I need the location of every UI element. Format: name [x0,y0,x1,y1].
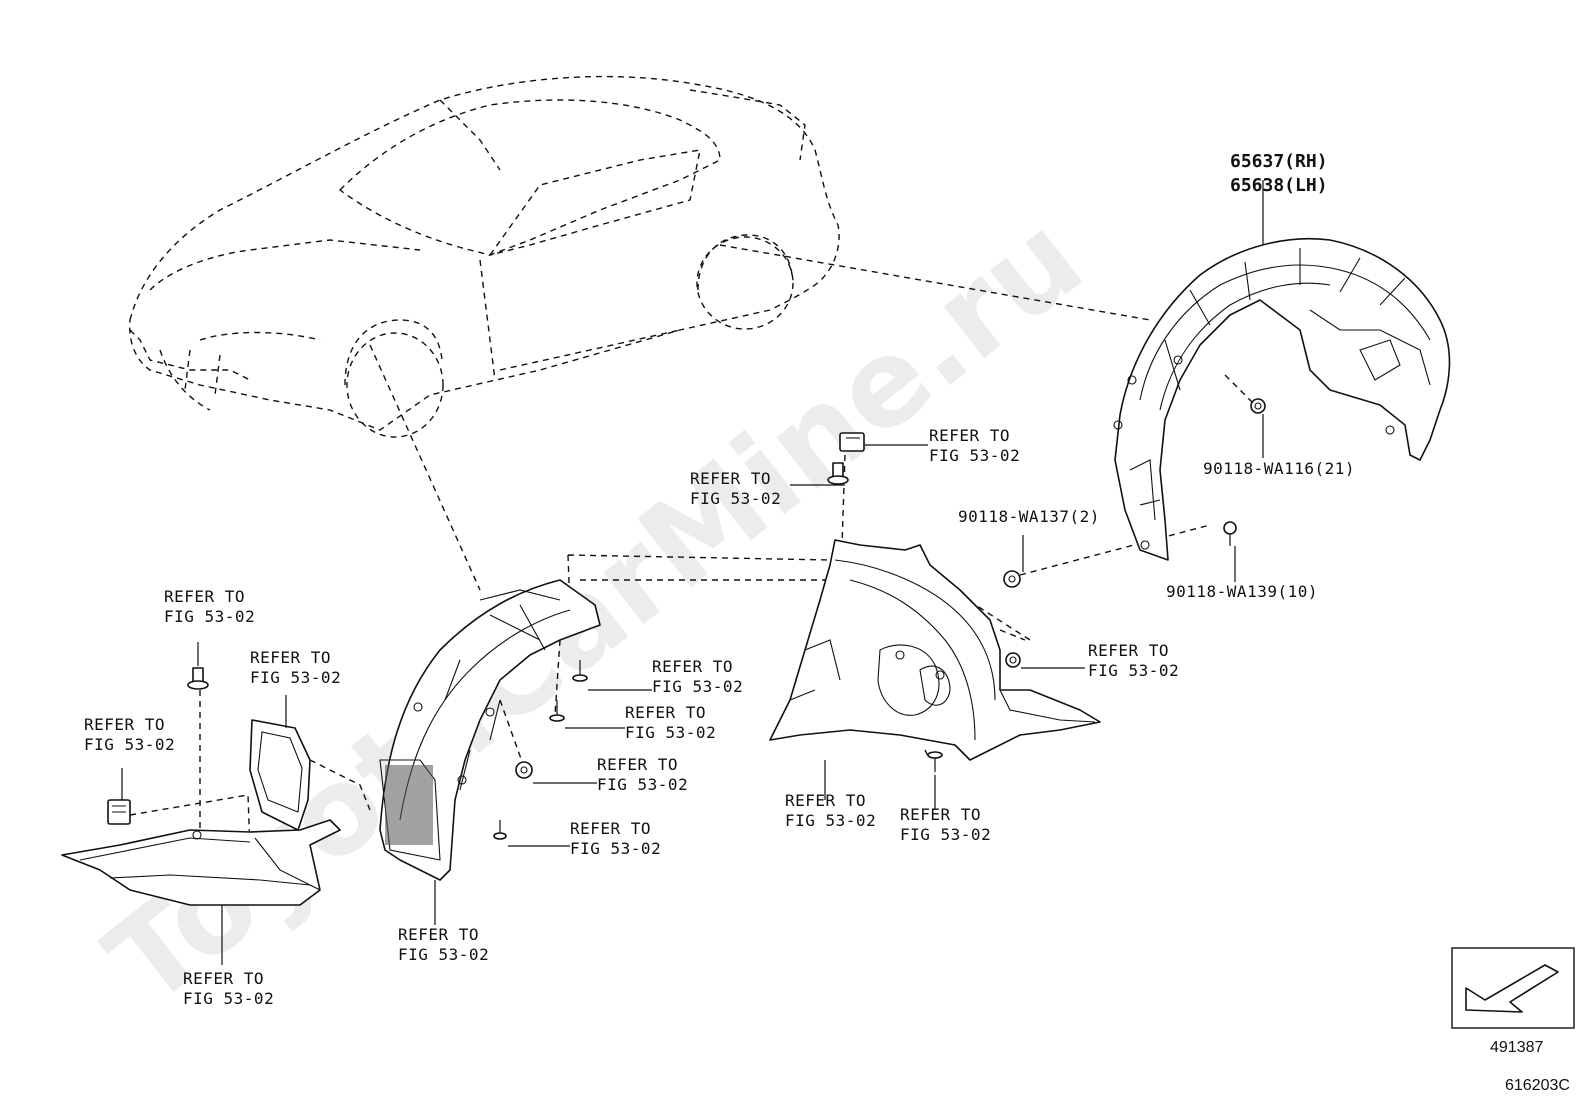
fastener-label: 90118-WA139(10) [1166,582,1318,601]
center-fender-liner [769,539,1101,761]
nut-icon [515,761,533,779]
rear-fender-liner [1113,237,1451,561]
refer-label: REFER TO [900,805,981,824]
arrow-icon [1465,964,1559,1013]
pin-fastener-icon [1223,521,1237,546]
refer-label: REFER TO [597,755,678,774]
nut-icon [1003,570,1021,588]
fig-label: FIG 53-02 [690,489,781,508]
clip-icon [1250,398,1266,414]
fig-label: FIG 53-02 [900,825,991,844]
fig-label: FIG 53-02 [929,446,1020,465]
fig-label: FIG 53-02 [785,811,876,830]
front-fender-liner [379,579,601,881]
screw-icon [827,462,849,485]
pin-fastener-icon [572,660,588,682]
refer-label: REFER TO [398,925,479,944]
fig-label: FIG 53-02 [183,989,274,1008]
front-under-cover [61,819,341,906]
refer-label: REFER TO [625,703,706,722]
pin-fastener-icon [927,751,943,772]
clip-icon [107,799,131,825]
fasteners [107,398,1266,840]
fig-label: FIG 53-02 [570,839,661,858]
refer-label: REFER TO [183,969,264,988]
figure-code: 616203C [1505,1077,1570,1094]
nut-icon [1005,652,1021,668]
refer-label: REFER TO [250,648,331,667]
callout-labels: 65637(RH) 65638(LH) 90118-WA116(21) 9011… [84,151,1355,1008]
refer-label: REFER TO [785,791,866,810]
clip-icon [839,432,865,452]
refer-label: REFER TO [929,426,1010,445]
fig-label: FIG 53-02 [597,775,688,794]
refer-label: REFER TO [652,657,733,676]
fig-label: FIG 53-02 [398,945,489,964]
refer-label: REFER TO [690,469,771,488]
refer-label: REFER TO [570,819,651,838]
front-liner-vent-grille [385,765,433,845]
screw-icon [187,667,209,690]
part-number-lh: 65638(LH) [1230,175,1328,196]
pin-fastener-icon [493,820,507,840]
reference-box: 491387 616203C [1451,947,1575,1094]
fig-label: FIG 53-02 [164,607,255,626]
fastener-label: 90118-WA116(21) [1203,459,1355,478]
reference-code: 491387 [1490,1039,1543,1056]
fig-label: FIG 53-02 [84,735,175,754]
car-outline [128,75,840,438]
fig-label: FIG 53-02 [250,668,341,687]
fig-label: FIG 53-02 [625,723,716,742]
callout-leaders [121,180,1264,965]
fig-label: FIG 53-02 [652,677,743,696]
refer-label: REFER TO [1088,641,1169,660]
refer-label: REFER TO [164,587,245,606]
refer-label: REFER TO [84,715,165,734]
fig-label: FIG 53-02 [1088,661,1179,680]
part-number-rh: 65637(RH) [1230,151,1328,172]
seal-plate [249,719,311,831]
pin-fastener-icon [549,700,565,722]
fastener-label: 90118-WA137(2) [958,507,1100,526]
